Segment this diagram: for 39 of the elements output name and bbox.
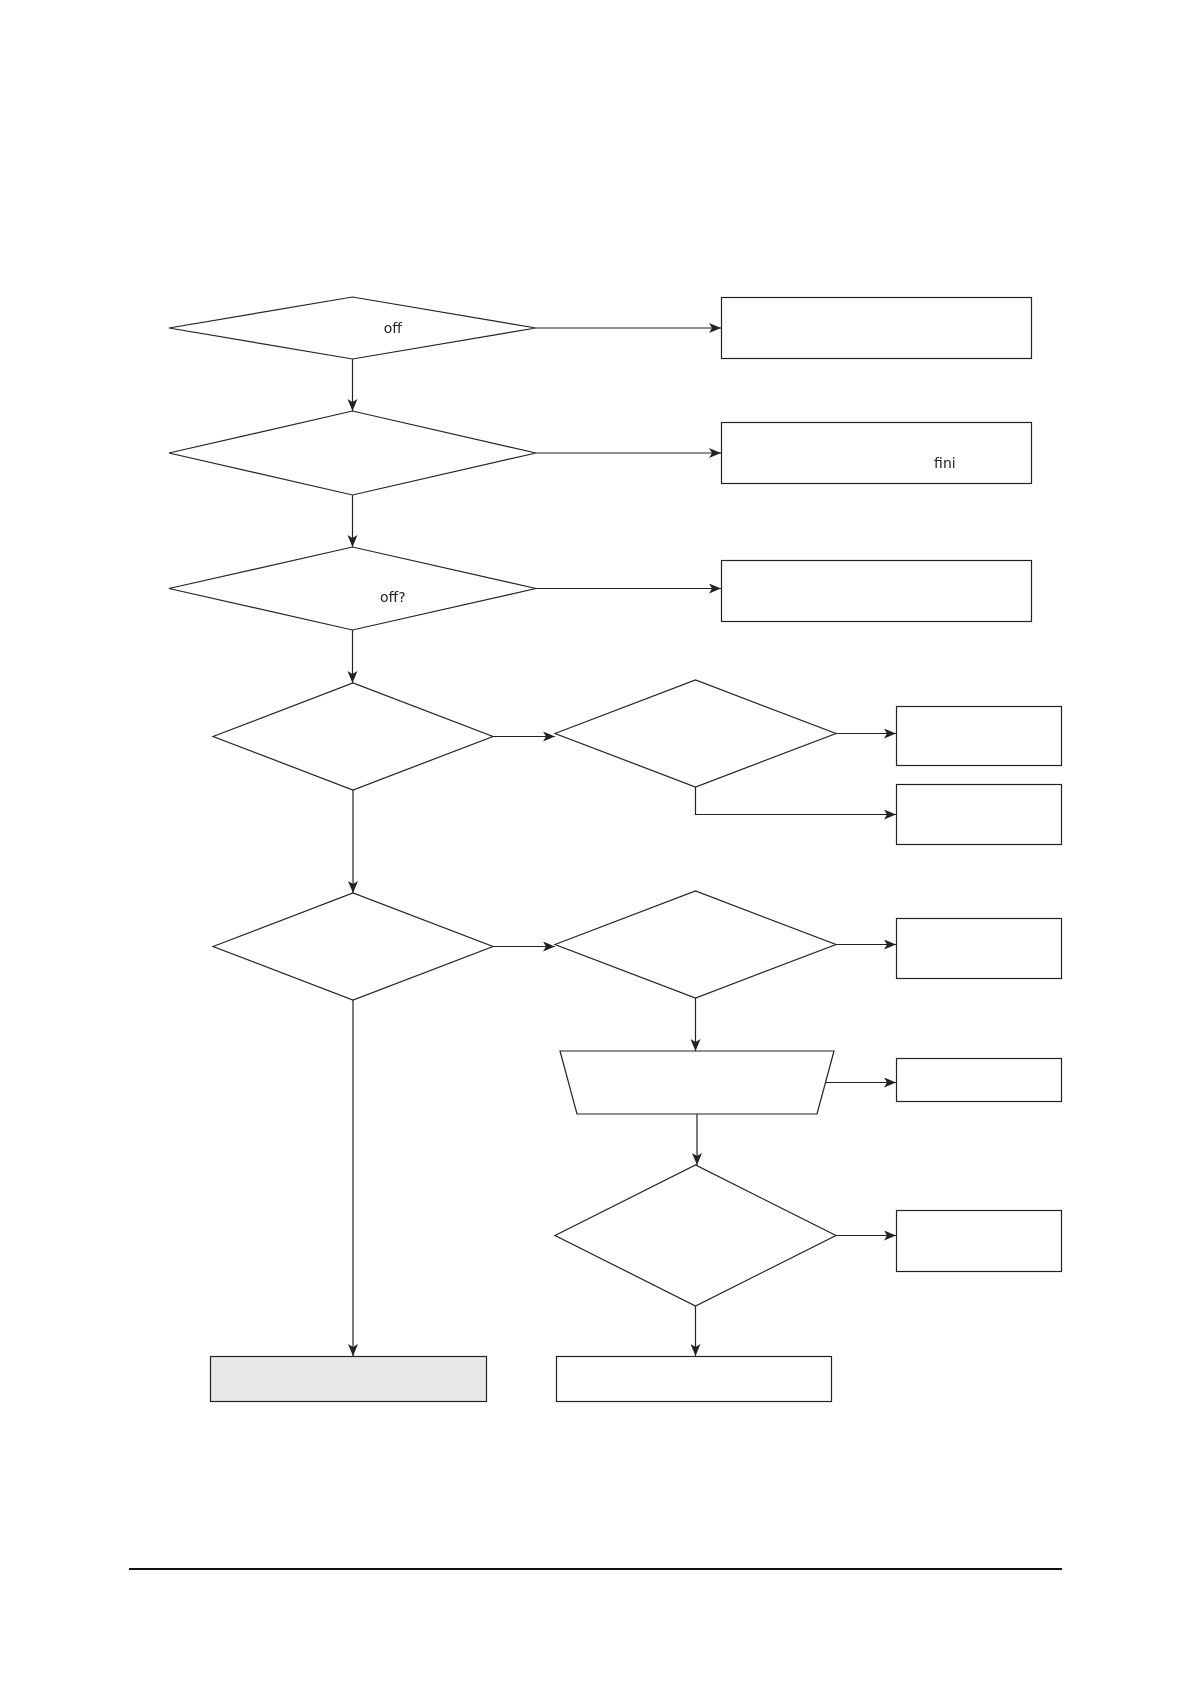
process-box	[721, 422, 1032, 484]
arrow	[347, 629, 358, 684]
arrow	[692, 1113, 702, 1166]
arrow	[835, 1230, 897, 1241]
node-text: fini	[934, 455, 956, 470]
decision-diamond	[555, 680, 836, 787]
manual-operation-trapezoid	[560, 1051, 834, 1114]
arrow	[690, 997, 701, 1052]
decision-diamond	[213, 683, 493, 790]
process-box	[896, 1058, 1062, 1102]
process-box	[896, 784, 1062, 845]
node-text: off	[383, 321, 402, 335]
arrow	[492, 941, 556, 952]
process-box	[896, 918, 1062, 979]
arrow	[348, 789, 358, 894]
process-box	[721, 560, 1032, 622]
process-box	[556, 1356, 832, 1402]
process-box	[896, 1210, 1062, 1272]
arrow	[835, 939, 897, 950]
process-box	[896, 706, 1062, 766]
decision-diamond	[169, 547, 536, 630]
process-box	[721, 297, 1032, 359]
arrow	[347, 494, 358, 548]
arrow	[690, 1305, 701, 1357]
arrow	[694, 786, 897, 820]
node-text: off?	[380, 589, 406, 604]
arrow	[835, 728, 897, 739]
process-box	[210, 1356, 487, 1402]
decision-diamond	[169, 297, 536, 359]
arrow	[535, 583, 722, 594]
arrow	[348, 999, 358, 1357]
arrow	[535, 448, 722, 458]
arrow	[347, 358, 358, 412]
decision-diamond	[555, 891, 836, 998]
decision-diamond	[555, 1165, 836, 1306]
decision-diamond	[213, 893, 493, 1000]
decision-diamond	[169, 411, 536, 495]
arrow	[535, 323, 722, 333]
arrow	[492, 731, 556, 742]
